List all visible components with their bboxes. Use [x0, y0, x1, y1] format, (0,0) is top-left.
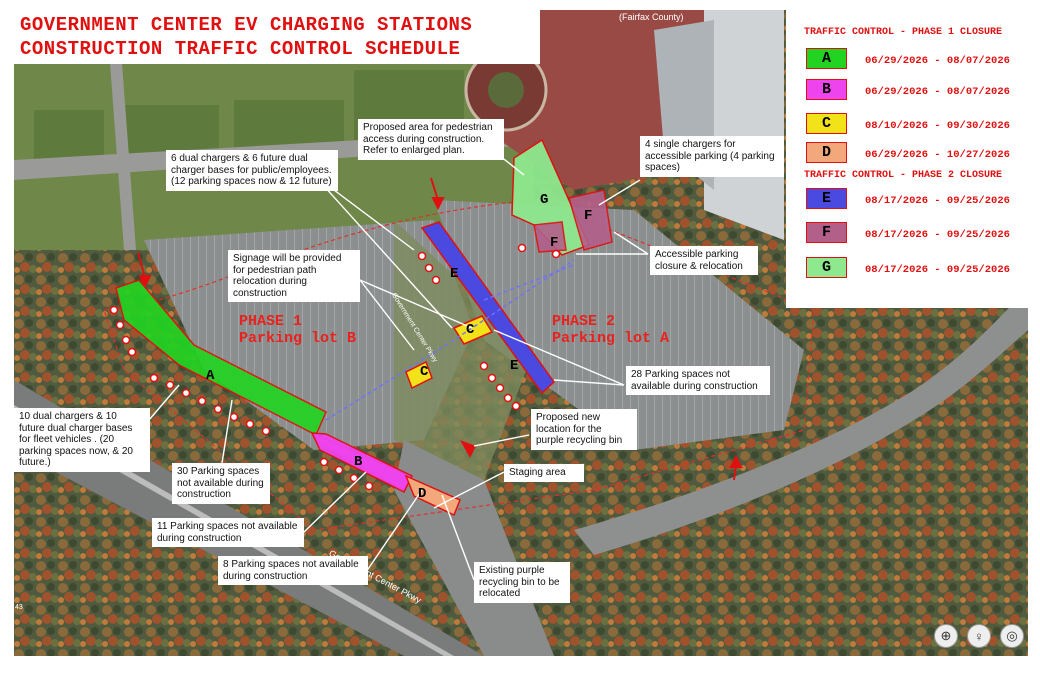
callout-recycling-existing: Existing purple recycling bin to be relo… [474, 562, 570, 603]
legend-phase-2-heading: TRAFFIC CONTROL - PHASE 2 CLOSURE [804, 170, 1003, 181]
legend-swatch-d: D [806, 142, 847, 163]
zone-label-g: G [540, 192, 549, 208]
callout-staging-area: Staging area [504, 464, 584, 482]
legend-swatch-a: A [806, 48, 847, 69]
zone-label-b: B [354, 454, 363, 470]
callout-fleet-chargers: 10 dual chargers & 10 future dual charge… [14, 408, 150, 472]
map-attribution: (Fairfax County) [619, 12, 684, 22]
legend-swatch-e: E [806, 188, 847, 209]
zone-label-f: F [584, 208, 593, 224]
zone-label-c: C [466, 322, 475, 338]
legend-swatch-f: F [806, 222, 847, 243]
legend-dates-a: 06/29/2026 - 08/07/2026 [865, 55, 1010, 67]
legend-dates-e: 08/17/2026 - 09/25/2026 [865, 195, 1010, 207]
compass-icon[interactable]: ⊕ [934, 624, 958, 648]
legend-dates-c: 08/10/2026 - 09/30/2026 [865, 120, 1010, 132]
callout-accessible-closure: Accessible parking closure & relocation [650, 246, 758, 275]
phase-2-title: PHASE 2 [552, 313, 616, 330]
phase-2-label: PHASE 2 Parking lot A [552, 313, 669, 347]
legend-dates-d: 06/29/2026 - 10/27/2026 [865, 149, 1010, 161]
callout-signage: Signage will be provided for pedestrian … [228, 250, 360, 302]
legend-dates-f: 08/17/2026 - 09/25/2026 [865, 229, 1010, 241]
zone-label-a: A [206, 368, 215, 384]
callout-recycling-new: Proposed new location for the purple rec… [531, 409, 637, 450]
callout-dual-chargers: 6 dual chargers & 6 future dual charger … [166, 150, 338, 191]
phase-1-title: PHASE 1 [239, 313, 303, 330]
zone-label-c-2: C [420, 364, 429, 380]
callout-11-spaces: 11 Parking spaces not available during c… [152, 518, 304, 547]
title-box: GOVERNMENT CENTER EV CHARGING STATIONS C… [14, 10, 540, 64]
legend-dates-g: 08/17/2026 - 09/25/2026 [865, 264, 1010, 276]
locate-icon[interactable]: ◎ [1000, 624, 1024, 648]
phase-1-label: PHASE 1 Parking lot B [239, 313, 356, 347]
legend-dates-b: 06/29/2026 - 08/07/2026 [865, 86, 1010, 98]
legend-swatch-c: C [806, 113, 847, 134]
callout-single-chargers: 4 single chargers for accessible parking… [640, 136, 784, 177]
schedule-legend: TRAFFIC CONTROL - PHASE 1 CLOSURE A 06/2… [786, 10, 1028, 308]
zone-label-e-2: E [510, 358, 519, 374]
zone-label-f-2: F [550, 235, 559, 251]
zone-label-e: E [450, 266, 459, 282]
legend-swatch-g: G [806, 257, 847, 278]
zone-label-d: D [418, 486, 427, 502]
corner-mark: 43 [15, 604, 23, 611]
callout-8-spaces: 8 Parking spaces not available during co… [218, 556, 368, 585]
callout-28-spaces: 28 Parking spaces not available during c… [626, 366, 770, 395]
pegman-icon[interactable]: ♀ [967, 624, 991, 648]
title-line-2: CONSTRUCTION TRAFFIC CONTROL SCHEDULE [20, 38, 461, 60]
callout-pedestrian-area: Proposed area for pedestrian access duri… [358, 119, 504, 160]
legend-swatch-b: B [806, 79, 847, 100]
callout-30-spaces: 30 Parking spaces not available during c… [172, 463, 270, 504]
title-line-1: GOVERNMENT CENTER EV CHARGING STATIONS [20, 14, 473, 36]
phase-2-lot: Parking lot A [552, 330, 670, 347]
phase-1-lot: Parking lot B [239, 330, 357, 347]
legend-phase-1-heading: TRAFFIC CONTROL - PHASE 1 CLOSURE [804, 27, 1003, 38]
